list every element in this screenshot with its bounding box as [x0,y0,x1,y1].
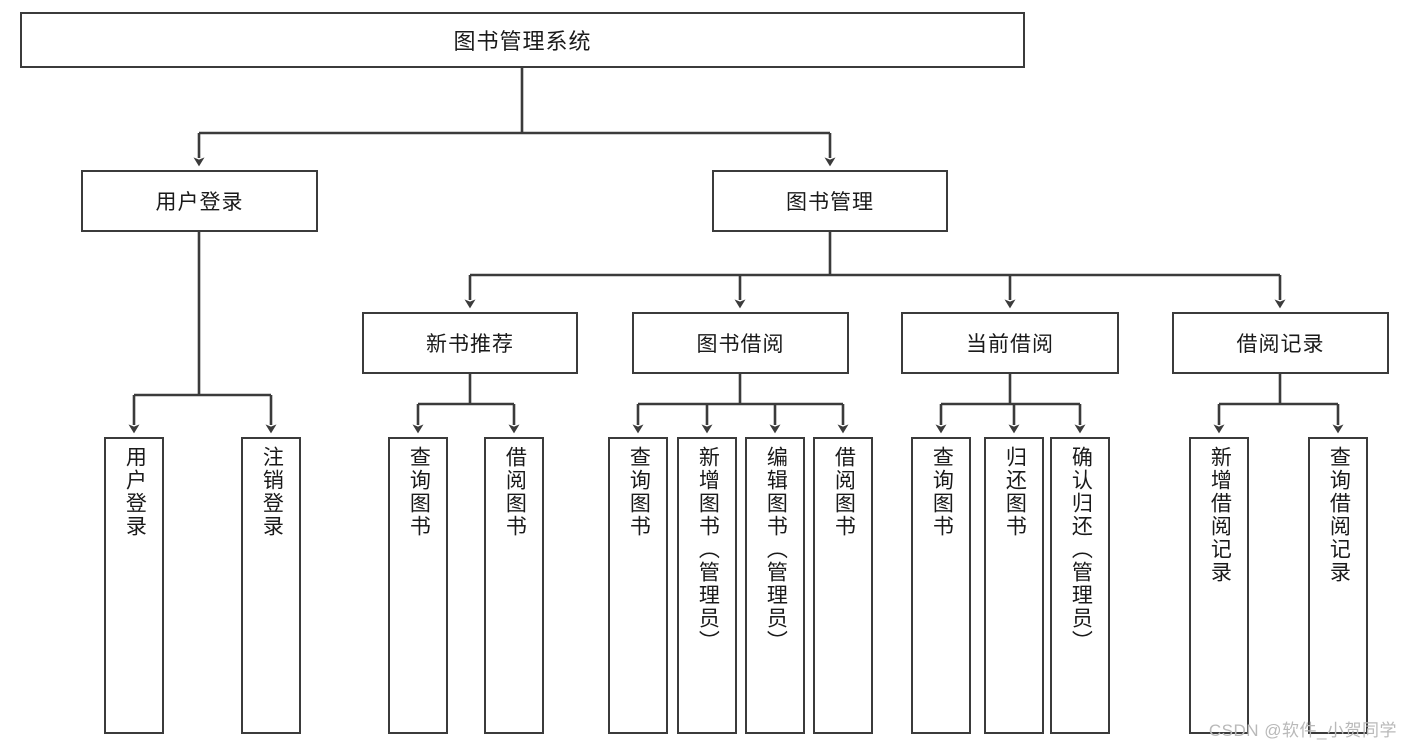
node-label: 当前借阅 [966,333,1054,356]
node-label: 图书管理 [786,191,874,214]
leaf-logout[interactable]: 注销登录 [241,437,301,734]
node-level2-current-borrow[interactable]: 当前借阅 [901,312,1119,374]
node-level2-new-book-recommend[interactable]: 新书推荐 [362,312,578,374]
leaf-label: 用户登录 [123,446,147,538]
leaf-label: 确认归还（管理员） [1069,446,1093,653]
node-label: 借阅记录 [1236,333,1325,356]
node-level2-book-borrow[interactable]: 图书借阅 [632,312,849,374]
node-level1-book-management[interactable]: 图书管理 [712,170,948,232]
leaf-label: 借阅图书 [503,446,527,538]
node-level2-borrow-records[interactable]: 借阅记录 [1172,312,1389,374]
leaf-label: 新增图书（管理员） [696,446,720,653]
node-root-label: 图书管理系统 [453,29,592,54]
node-root[interactable]: 图书管理系统 [20,12,1025,68]
leaf-query-books-current[interactable]: 查询图书 [911,437,971,734]
leaf-label: 新增借阅记录 [1208,446,1232,584]
leaf-borrow-books-recommend[interactable]: 借阅图书 [484,437,544,734]
leaf-label: 编辑图书（管理员） [764,446,788,653]
leaf-label: 借阅图书 [832,446,856,538]
leaf-return-book[interactable]: 归还图书 [984,437,1044,734]
leaf-confirm-return-admin[interactable]: 确认归还（管理员） [1050,437,1110,734]
node-level1-user-login[interactable]: 用户登录 [81,170,318,232]
leaf-query-books-recommend[interactable]: 查询图书 [388,437,448,734]
leaf-label: 归还图书 [1003,446,1027,538]
leaf-user-login[interactable]: 用户登录 [104,437,164,734]
watermark: CSDN @软件_小贺同学 [1208,721,1397,740]
leaf-add-borrow-record[interactable]: 新增借阅记录 [1189,437,1249,734]
node-label: 新书推荐 [426,333,514,356]
leaf-label: 查询图书 [407,446,431,538]
leaf-label: 查询图书 [627,446,651,538]
leaf-query-borrow-record[interactable]: 查询借阅记录 [1308,437,1368,734]
leaf-label: 查询借阅记录 [1327,446,1351,584]
node-label: 用户登录 [155,191,244,214]
leaf-edit-book-admin[interactable]: 编辑图书（管理员） [745,437,805,734]
leaf-label: 注销登录 [260,446,284,538]
leaf-add-book-admin[interactable]: 新增图书（管理员） [677,437,737,734]
leaf-query-books-borrow[interactable]: 查询图书 [608,437,668,734]
node-label: 图书借阅 [696,333,785,356]
leaf-borrow-book[interactable]: 借阅图书 [813,437,873,734]
leaf-label: 查询图书 [930,446,954,538]
